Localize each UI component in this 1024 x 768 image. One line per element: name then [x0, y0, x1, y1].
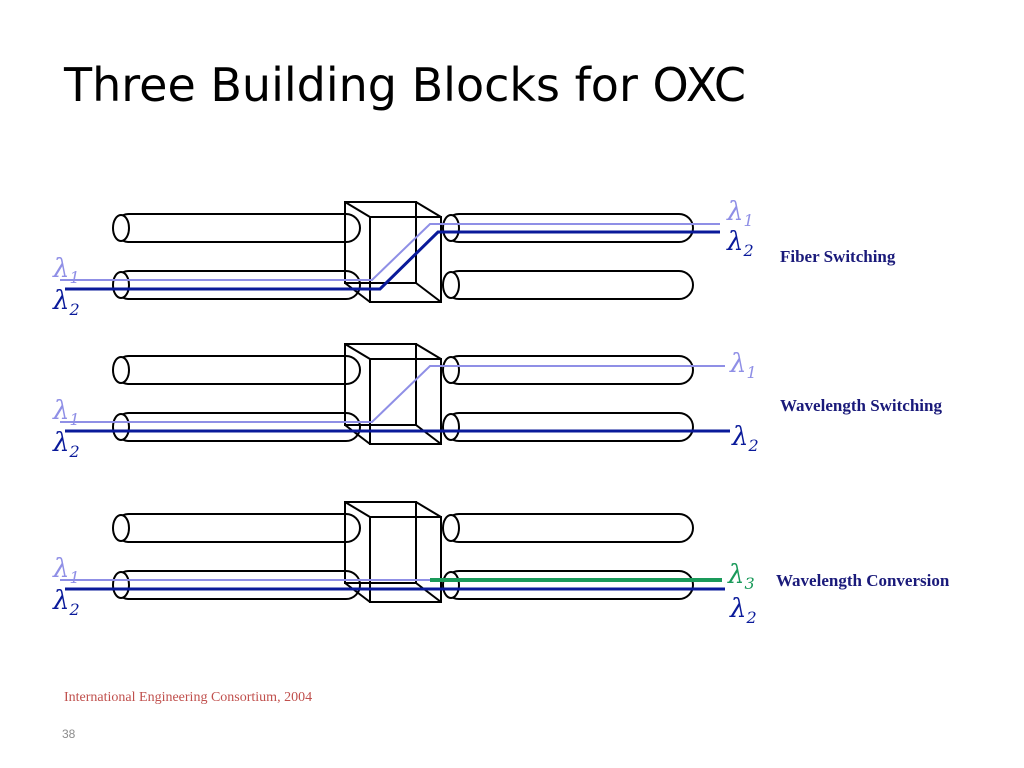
- fiber-out-upper: [444, 513, 694, 543]
- switch-box: [344, 201, 442, 303]
- source-caption: International Engineering Consortium, 20…: [64, 690, 313, 705]
- switch-front: [344, 343, 417, 426]
- switch-edge: [344, 282, 371, 303]
- switch-edge: [415, 343, 442, 360]
- lambda-in-label-2: λ2: [52, 428, 80, 461]
- switch-edge: [344, 501, 371, 518]
- switch-edge: [344, 424, 371, 445]
- switch-edge: [344, 343, 371, 360]
- switch-edge: [415, 282, 442, 303]
- panel-label: Wavelength Conversion: [776, 571, 950, 590]
- fiber-out-upper: [444, 355, 694, 385]
- switch-edge: [415, 582, 442, 603]
- fiber-out-lower: [444, 412, 694, 442]
- lambda-out-label-2: λ2: [729, 594, 757, 627]
- lambda-out-label-2: λ2: [726, 227, 754, 260]
- fiber-in-lower: [114, 570, 361, 600]
- fiber-out-lower: [444, 570, 694, 600]
- fiber-out-lower: [444, 270, 694, 300]
- switch-back: [369, 516, 442, 603]
- fiber-out-lower-end: [442, 413, 460, 441]
- lambda1-path: [60, 223, 720, 281]
- switch-edge: [344, 201, 371, 218]
- switch-edge: [415, 424, 442, 445]
- fiber-in-upper-end: [112, 356, 130, 384]
- fiber-in-upper-end: [112, 214, 130, 242]
- fiber-in-lower-end: [112, 271, 130, 299]
- switch-box: [344, 343, 442, 445]
- lambda-out-label-1: λ1: [729, 349, 757, 382]
- lambda-out-label-1: λ1: [726, 197, 754, 230]
- page-number: 38: [62, 727, 76, 741]
- lambda-in-label-2: λ2: [52, 286, 80, 319]
- switch-edge: [415, 201, 442, 218]
- fiber-in-upper: [114, 355, 361, 385]
- switch-front: [344, 501, 417, 584]
- lambda2-path: [65, 230, 720, 291]
- fiber-in-lower-end: [112, 413, 130, 441]
- fiber-in-lower: [114, 270, 361, 300]
- switch-edge: [415, 501, 442, 518]
- lambda-in-label-1: λ1: [52, 254, 80, 287]
- lambda-out-label-1: λ3: [727, 560, 755, 593]
- fiber-in-upper: [114, 513, 361, 543]
- lambda-in-label-1: λ1: [52, 554, 80, 587]
- slide-title: Three Building Blocks for OXC: [64, 58, 747, 112]
- switch-back: [369, 358, 442, 445]
- switch-box: [344, 501, 442, 603]
- fiber-in-lower-end: [112, 571, 130, 599]
- fiber-in-upper-end: [112, 514, 130, 542]
- switch-edge: [344, 582, 371, 603]
- switch-back: [369, 216, 442, 303]
- lambda-out-label-2: λ2: [731, 422, 759, 455]
- lambda-in-label-2: λ2: [52, 586, 80, 619]
- fiber-in-upper: [114, 213, 361, 243]
- fiber-out-lower-end: [442, 571, 460, 599]
- panel-label: Fiber Switching: [780, 247, 896, 266]
- fiber-out-upper: [444, 213, 694, 243]
- switch-front: [344, 201, 417, 284]
- fiber-out-upper-end: [442, 356, 460, 384]
- fiber-out-upper-end: [442, 514, 460, 542]
- fiber-out-upper-end: [442, 214, 460, 242]
- lambda-in-label-1: λ1: [52, 396, 80, 429]
- lambda1-path: [60, 365, 725, 423]
- panel-label: Wavelength Switching: [780, 396, 942, 415]
- fiber-in-lower: [114, 412, 361, 442]
- fiber-out-lower-end: [442, 271, 460, 299]
